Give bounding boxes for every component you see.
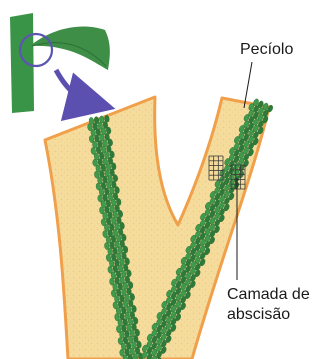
plant-stem-icon [10,13,34,113]
abscission-label-line-2: abscisão [227,305,310,325]
abscission-label-line-1: Camada de [227,285,310,305]
petiole-label: Pecíolo [240,40,293,60]
curved-arrow-icon [56,70,96,104]
inset-illustration [10,13,110,113]
leaf-icon [30,27,110,70]
petiole-leader-line [244,62,252,108]
abscission-layer-label: Camada de abscisão [227,285,310,325]
